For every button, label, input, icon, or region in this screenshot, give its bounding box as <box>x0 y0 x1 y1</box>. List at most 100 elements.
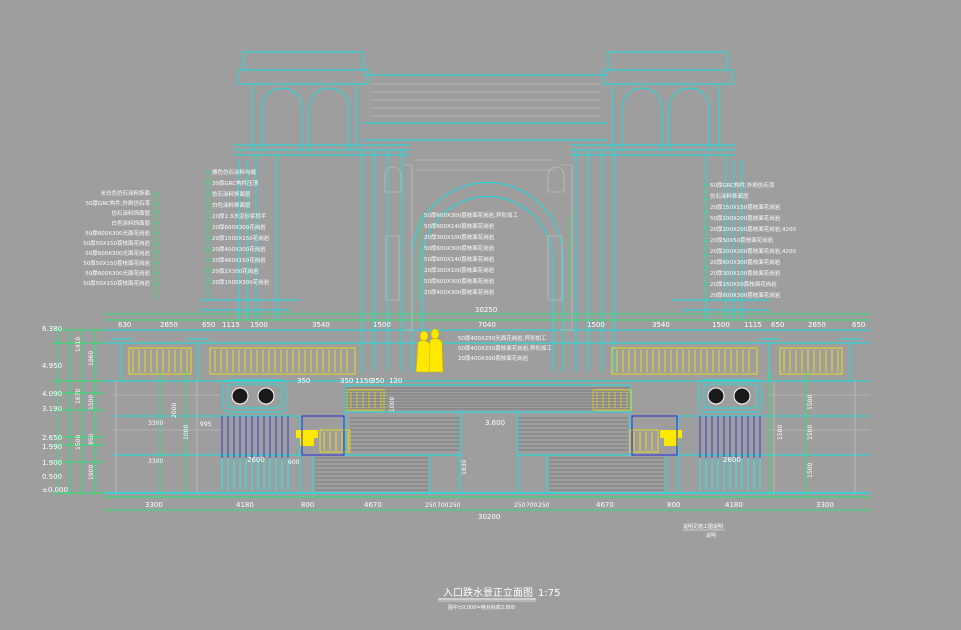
note: 20厚300X100荔枝面花岗岩 <box>424 233 495 241</box>
note: 50厚600X300光面花岗岩 <box>85 229 150 237</box>
top-dim: 650 <box>771 321 784 329</box>
inner-dim: 350 <box>297 377 310 385</box>
misc-dim: 3300 <box>148 458 163 465</box>
dimension-lines <box>52 313 870 511</box>
misc-dim: 1000 <box>183 425 190 440</box>
misc-dim: 3300 <box>148 420 163 427</box>
section-label: 2600 <box>247 456 265 464</box>
note: 50厚600X140荔枝面花岗岩 <box>424 222 495 230</box>
note: 30厚GRC构件压顶 <box>212 179 259 187</box>
center-elevation: 3.600 <box>485 419 505 427</box>
note: 50厚400X250荔枝面花岗岩,异形加工 <box>458 344 553 352</box>
note: 20厚150X50荔枝面花岗岩 <box>710 280 777 288</box>
note: 仿石涂料饰面层 <box>111 209 150 217</box>
inner-dim: 120 <box>389 377 402 385</box>
bottom-dimension-labels: 3300 4180 800 4670 250 700 250 250 700 2… <box>145 501 834 521</box>
note: 50厚50X150荔枝面花岗岩 <box>83 259 150 267</box>
inner-dim: 1150 <box>355 377 373 385</box>
note: 20厚100X200荔枝面花岗岩,4200 <box>710 225 797 233</box>
note: 20厚300X100荔枝面花岗岩 <box>710 269 781 277</box>
top-dim: 1500 <box>373 321 391 329</box>
note: 50厚600X300荔枝面花岗岩,异形加工 <box>424 211 519 219</box>
inner-dimension-labels: 350 350 1150 350 120 <box>297 377 402 385</box>
section-label: 2600 <box>723 456 741 464</box>
bottom-dim: 250 <box>538 502 550 509</box>
note: 20厚600X300花岗岩 <box>212 223 266 231</box>
drawing-title: 入口跌水景正立面图 <box>443 586 533 599</box>
right-basin-outline <box>631 415 678 456</box>
note: 20厚300X100荔枝面花岗岩 <box>424 266 495 274</box>
bottom-dim: 700 <box>526 502 538 509</box>
note: 50厚50X150荔枝面花岗岩 <box>83 279 150 287</box>
notes-left-side: 米白色仿石涂料饰面 50厚GRC构件,外刷仿石漆 仿石涂料饰面层 白色涂料饰面层… <box>83 189 150 287</box>
notes-center-upper: 50厚600X300荔枝面花岗岩,异形加工 50厚600X140荔枝面花岗岩 2… <box>424 211 519 296</box>
drawing-subtitle: 图中±0.000=绝对标高3.800 <box>448 604 515 611</box>
note: 50厚600X300荔枝面花岗岩 <box>424 277 495 285</box>
note: 50厚600X300光面花岗岩 <box>85 269 150 277</box>
level-label: 2.650 <box>42 434 62 442</box>
note: 白色涂料饰面层 <box>212 201 251 209</box>
segment-label: 950 <box>88 433 95 445</box>
note: 20厚1500X300花岗岩 <box>212 278 270 286</box>
right-segment-labels: 1500 1500 1500 <box>807 395 814 478</box>
level-label: 3.190 <box>42 405 62 413</box>
segment-label: 1500 <box>807 425 814 440</box>
segment-label: 1670 <box>75 389 82 404</box>
note: 20厚1:3水泥砂浆找平 <box>212 212 267 220</box>
note: 50厚600X140荔枝面花岗岩 <box>424 255 495 263</box>
small-label-sub: 说明 <box>706 532 716 539</box>
misc-dim: 1000 <box>389 397 396 412</box>
bottom-dim: 250 <box>449 502 461 509</box>
level-label: 4.090 <box>42 390 62 398</box>
top-dim: 3540 <box>652 321 670 329</box>
top-dim: 2650 <box>160 321 178 329</box>
segment-label: 1500 <box>75 435 82 450</box>
top-dim: 1500 <box>587 321 605 329</box>
note: 20厚400X300荔枝面花岗岩 <box>424 288 495 296</box>
bottom-total-dim: 30200 <box>478 513 500 521</box>
misc-dim: 1500 <box>777 425 784 440</box>
inner-dim: 350 <box>371 377 384 385</box>
note: 20厚50X50荔枝面花岗岩 <box>710 236 774 244</box>
top-total-dim: 30250 <box>475 306 497 314</box>
note: 20厚400X300荔枝面花岗岩 <box>458 354 529 362</box>
note: 20厚400X300花岗岩 <box>212 245 266 253</box>
bottom-dim: 3300 <box>816 501 834 509</box>
note: 50厚GRC构件,外刷仿石漆 <box>86 199 151 207</box>
title-block: 入口跌水景正立面图 1:75 图中±0.000=绝对标高3.800 <box>438 586 560 611</box>
note: 50厚600X300光面花岗岩 <box>85 249 150 257</box>
note: 擦色仿石涂料勾缝 <box>212 168 257 176</box>
bottom-dim: 4180 <box>236 501 254 509</box>
notes-center-lower: 50厚400X250光面花岗岩,异形加工 50厚400X250荔枝面花岗岩,异形… <box>458 334 553 362</box>
bottom-dim: 250 <box>514 502 526 509</box>
level-label: 1.990 <box>42 443 62 451</box>
note: 米白色仿石涂料饰面 <box>100 189 150 197</box>
note: 仿石涂料饰面层 <box>710 192 749 200</box>
top-dim: 1500 <box>250 321 268 329</box>
note: 50厚50X150荔枝面花岗岩 <box>83 239 150 247</box>
top-dim: 650 <box>202 321 215 329</box>
note: 20厚2X300花岗岩 <box>212 267 259 275</box>
leader-lines <box>153 171 709 300</box>
level-label: ±0.000 <box>42 486 68 494</box>
drawing-scale: 1:75 <box>538 588 560 599</box>
misc-dim: 995 <box>200 421 212 428</box>
top-dimension-labels: 630 2650 650 1115 1500 3540 1500 7040 15… <box>118 306 865 329</box>
level-label: 6.380 <box>42 325 62 333</box>
misc-dim: 2000 <box>171 403 178 418</box>
left-basin-outline <box>301 415 345 456</box>
segment-label: 1860 <box>88 351 95 366</box>
note: 20厚600X300荔枝面花岗岩 <box>710 258 781 266</box>
misc-dim: 600 <box>288 459 300 466</box>
sculpture <box>415 328 444 373</box>
bottom-dim: 250 <box>425 502 437 509</box>
level-labels: 6.380 4.950 4.090 3.190 2.650 1.990 1.90… <box>42 325 68 494</box>
top-dim: 3540 <box>312 321 330 329</box>
bottom-dim: 800 <box>301 501 314 509</box>
gate-architecture <box>104 51 870 494</box>
level-label: 0.500 <box>42 473 62 481</box>
masonry-details <box>113 83 870 493</box>
notes-left-top: 擦色仿石涂料勾缝 30厚GRC构件压顶 仿石涂料饰面层 白色涂料饰面层 20厚1… <box>212 168 270 286</box>
note: 50厚200X200荔枝面花岗岩 <box>710 214 781 222</box>
